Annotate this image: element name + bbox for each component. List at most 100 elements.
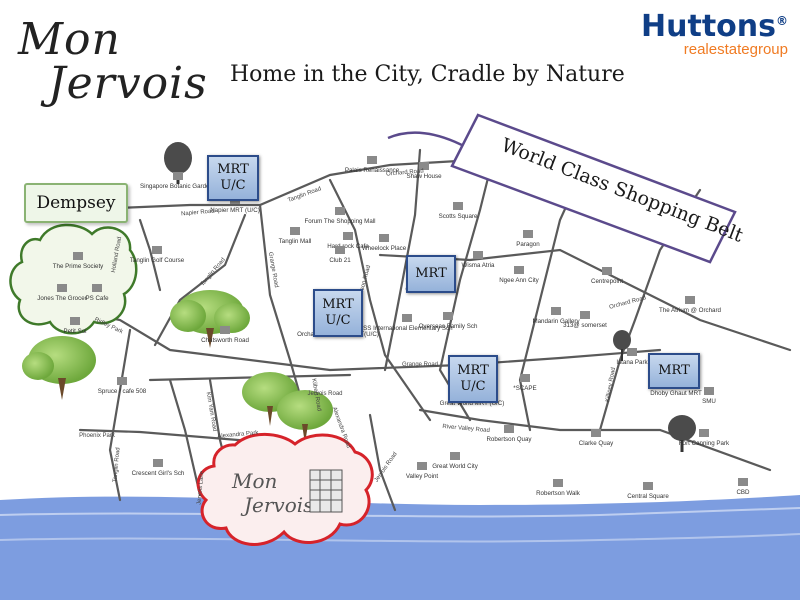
building-icon [419, 162, 429, 170]
place-marker: Singapore Botanic Gardens [140, 172, 216, 190]
building-icon [685, 296, 695, 304]
mrt-box-great-world: MRT U/C [448, 355, 498, 403]
place-label: Mandarin Gallery [532, 318, 580, 325]
place-label: The Prime Society [53, 263, 104, 270]
place-label: Ngee Ann City [499, 277, 539, 284]
logo-line-2: Jervois [48, 58, 208, 109]
place-label: SMU [702, 398, 716, 405]
place-label: Istana Park [616, 359, 648, 366]
building-icon [520, 374, 530, 382]
building-icon [343, 232, 353, 240]
place-marker: Palais Renaissance [345, 156, 400, 174]
tree-clusters [22, 142, 696, 452]
brand-subtitle: realestategroup [683, 41, 788, 58]
place-marker: Scotts Square [439, 202, 478, 220]
mon-jervois-map-label-2: Jervois [240, 493, 313, 517]
road-label: Orchard Road [386, 168, 424, 177]
place-label: Hard rock Cafe [327, 243, 369, 250]
place-label: Chatsworth Road [201, 337, 249, 344]
mrt-label: MRT [658, 363, 690, 378]
building-icon [290, 227, 300, 235]
place-label: Centrepoint [591, 278, 623, 285]
mrt-box-dhoby-ghaut: MRT [648, 353, 700, 389]
place-marker: Wheelock Place [362, 234, 407, 252]
building-icon [473, 251, 483, 259]
place-marker: The Prime Society [53, 252, 104, 270]
mrt-box-orchard-boulevard: MRT U/C [313, 289, 363, 337]
place-marker: Paragon [516, 230, 540, 248]
mon-jervois-map-label-1: Mon [231, 469, 277, 493]
place-label: The Atrium @ Orchard [659, 307, 722, 314]
building-icon [704, 387, 714, 395]
logo-line-1: Mon [18, 14, 121, 65]
building-icon [699, 429, 709, 437]
building-icon [523, 230, 533, 238]
building-icon [367, 156, 377, 164]
mrt-label: MRT [457, 363, 489, 378]
building-icon [551, 307, 561, 315]
place-marker: Forum The Shopping Mall [304, 207, 376, 225]
place-marker: Tanglin Golf Course [130, 246, 185, 264]
river [0, 495, 800, 600]
place-label: Jones The Grocer [37, 295, 86, 302]
building-icon [738, 478, 748, 486]
mrt-status: U/C [220, 178, 246, 193]
place-marker: The Atrium @ Orchard [659, 296, 722, 314]
place-marker: Petit Sol [63, 317, 87, 335]
place-marker: Overseas Family Sch [419, 312, 478, 330]
dark-tree-icon [668, 415, 696, 452]
place-marker: Clarke Quay [579, 429, 614, 447]
place-marker: Chatsworth Road [201, 326, 249, 344]
place-marker: Valley Point [406, 462, 438, 480]
place-marker: Jones The Grocer [37, 284, 87, 302]
place-marker: Wisma Atria [461, 251, 495, 269]
place-marker: Ngee Ann City [499, 266, 540, 284]
place-marker: ISS International Elementary Sch [361, 314, 453, 332]
place-label: Tanglin Golf Course [130, 257, 185, 264]
building-icon [450, 452, 460, 460]
place-marker: PS Cafe [85, 284, 109, 302]
building-icon [335, 246, 345, 254]
shopping-belt-banner: World Class Shopping Belt [387, 113, 746, 264]
place-marker: Crescent Girl's Sch [132, 459, 185, 477]
place-label: PS Cafe [85, 295, 109, 302]
tree-icon [170, 290, 250, 348]
building-icon [335, 207, 345, 215]
place-marker: Centrepoint [591, 267, 623, 285]
place-label: Singapore Botanic Gardens [140, 183, 216, 190]
building-icon [627, 348, 637, 356]
place-label: Clarke Quay [579, 440, 614, 447]
dempsey-cloud [9, 223, 138, 335]
place-label: CBD [736, 489, 750, 496]
place-label: Petit Sol [63, 328, 86, 335]
place-marker: Hard rock Cafe [327, 232, 369, 250]
building-icon [57, 284, 67, 292]
mrt-status: U/C [460, 379, 486, 394]
mon-jervois-cloud: Mon Jervois [196, 432, 374, 546]
tree-icon [277, 390, 333, 444]
road-label: Killiney Road [605, 367, 617, 403]
road-label: Phoenix Park [79, 433, 116, 439]
road-label: Alexandra Park [217, 430, 259, 440]
place-label: Shaw House [406, 173, 442, 180]
mrt-label: MRT [415, 266, 447, 281]
registered-mark: ® [776, 14, 788, 28]
road-label: Tanglin Road [287, 186, 322, 204]
place-marker: Robertson Walk [536, 479, 581, 497]
building-icon [504, 425, 514, 433]
place-label: *SCAPE [513, 385, 536, 392]
place-marker: CBD [736, 478, 750, 496]
road-label: River Valley Road [442, 424, 490, 434]
page-title: Home in the City, Cradle by Nature [230, 62, 625, 87]
place-marker: Robertson Quay [486, 425, 532, 443]
place-label: Paragon [516, 241, 540, 248]
place-label: Valley Point [406, 473, 438, 480]
building-icon [514, 266, 524, 274]
place-marker: Istana Park [616, 348, 649, 366]
place-label: Great World MRT (U/C) [440, 400, 505, 407]
place-label: Crescent Girl's Sch [132, 470, 185, 477]
place-label: Great World City [432, 463, 479, 470]
road-label: Grange Road [402, 362, 438, 368]
building-icon [117, 377, 127, 385]
